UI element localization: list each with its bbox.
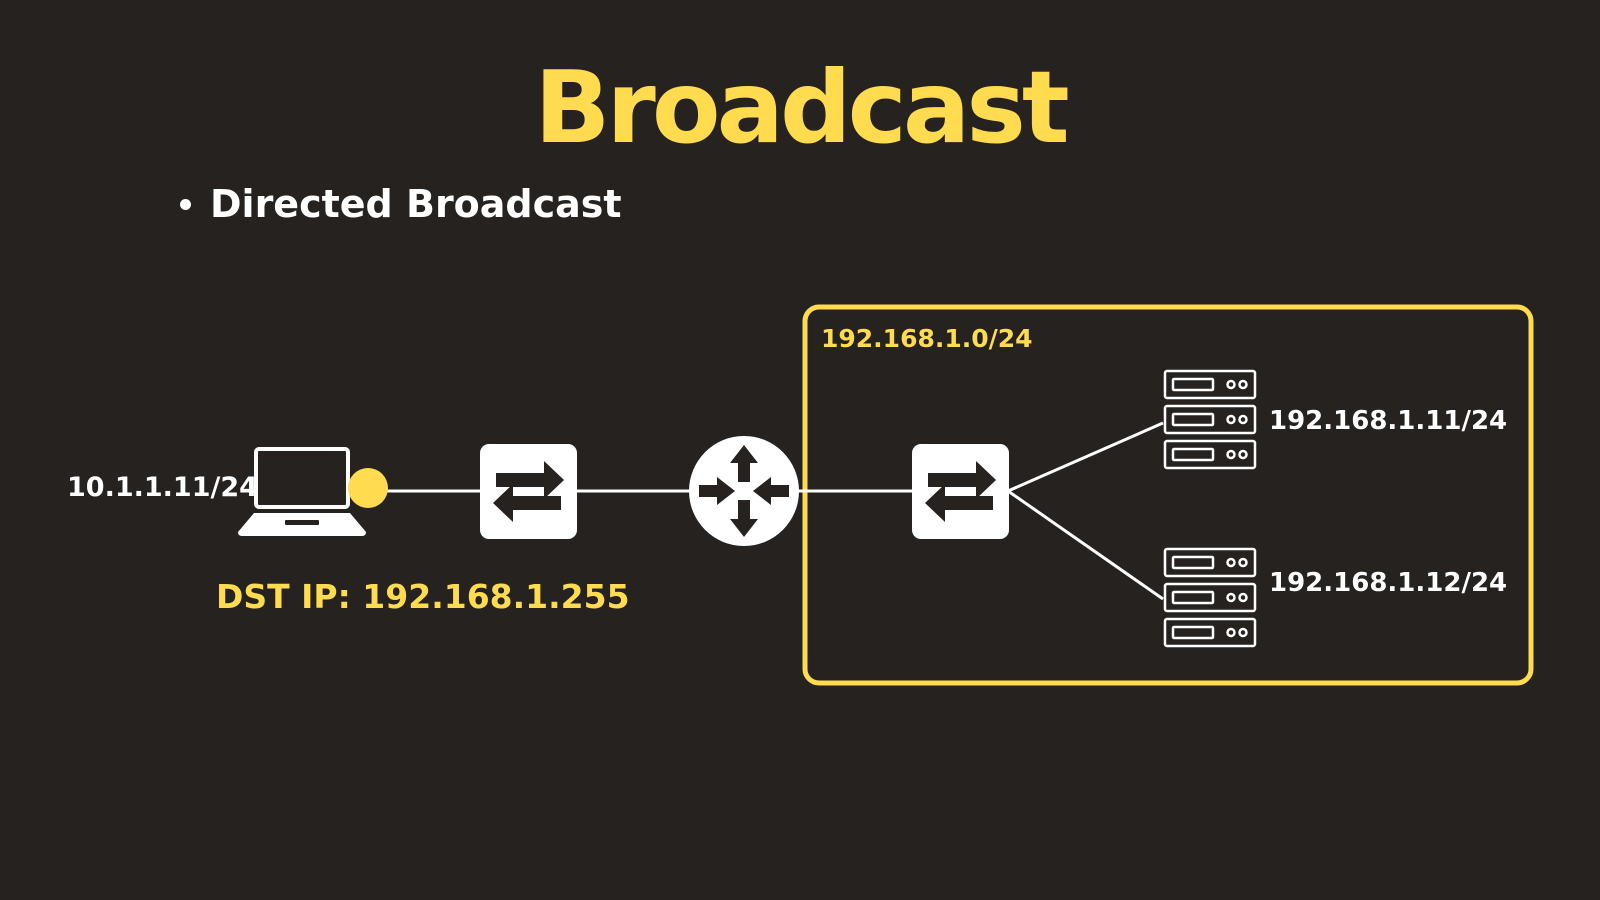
network-links [385,421,1164,601]
bullet-text: Directed Broadcast [210,182,622,226]
laptop-icon [238,447,366,536]
switch-icon [480,444,577,539]
link-switch-server1 [1007,421,1164,493]
link-switch-server2 [1007,489,1164,601]
subnet-boundary [802,304,1534,686]
server-icon [1163,547,1257,648]
slide-title: Broadcast [534,49,1069,166]
server2-ip-label: 192.168.1.12/24 [1269,568,1508,598]
server1-ip-label: 192.168.1.11/24 [1269,406,1508,436]
host-ip-label: 10.1.1.11/24 [67,472,258,503]
dst-ip-label: DST IP: 192.168.1.255 [216,577,630,616]
bullet-dot [180,198,191,210]
router-icon [689,436,799,546]
packet-dot [348,468,388,508]
server-icon [1163,369,1257,470]
switch-icon [912,444,1009,539]
subnet-label: 192.168.1.0/24 [821,324,1033,353]
bullet-item: Directed Broadcast [180,182,622,226]
